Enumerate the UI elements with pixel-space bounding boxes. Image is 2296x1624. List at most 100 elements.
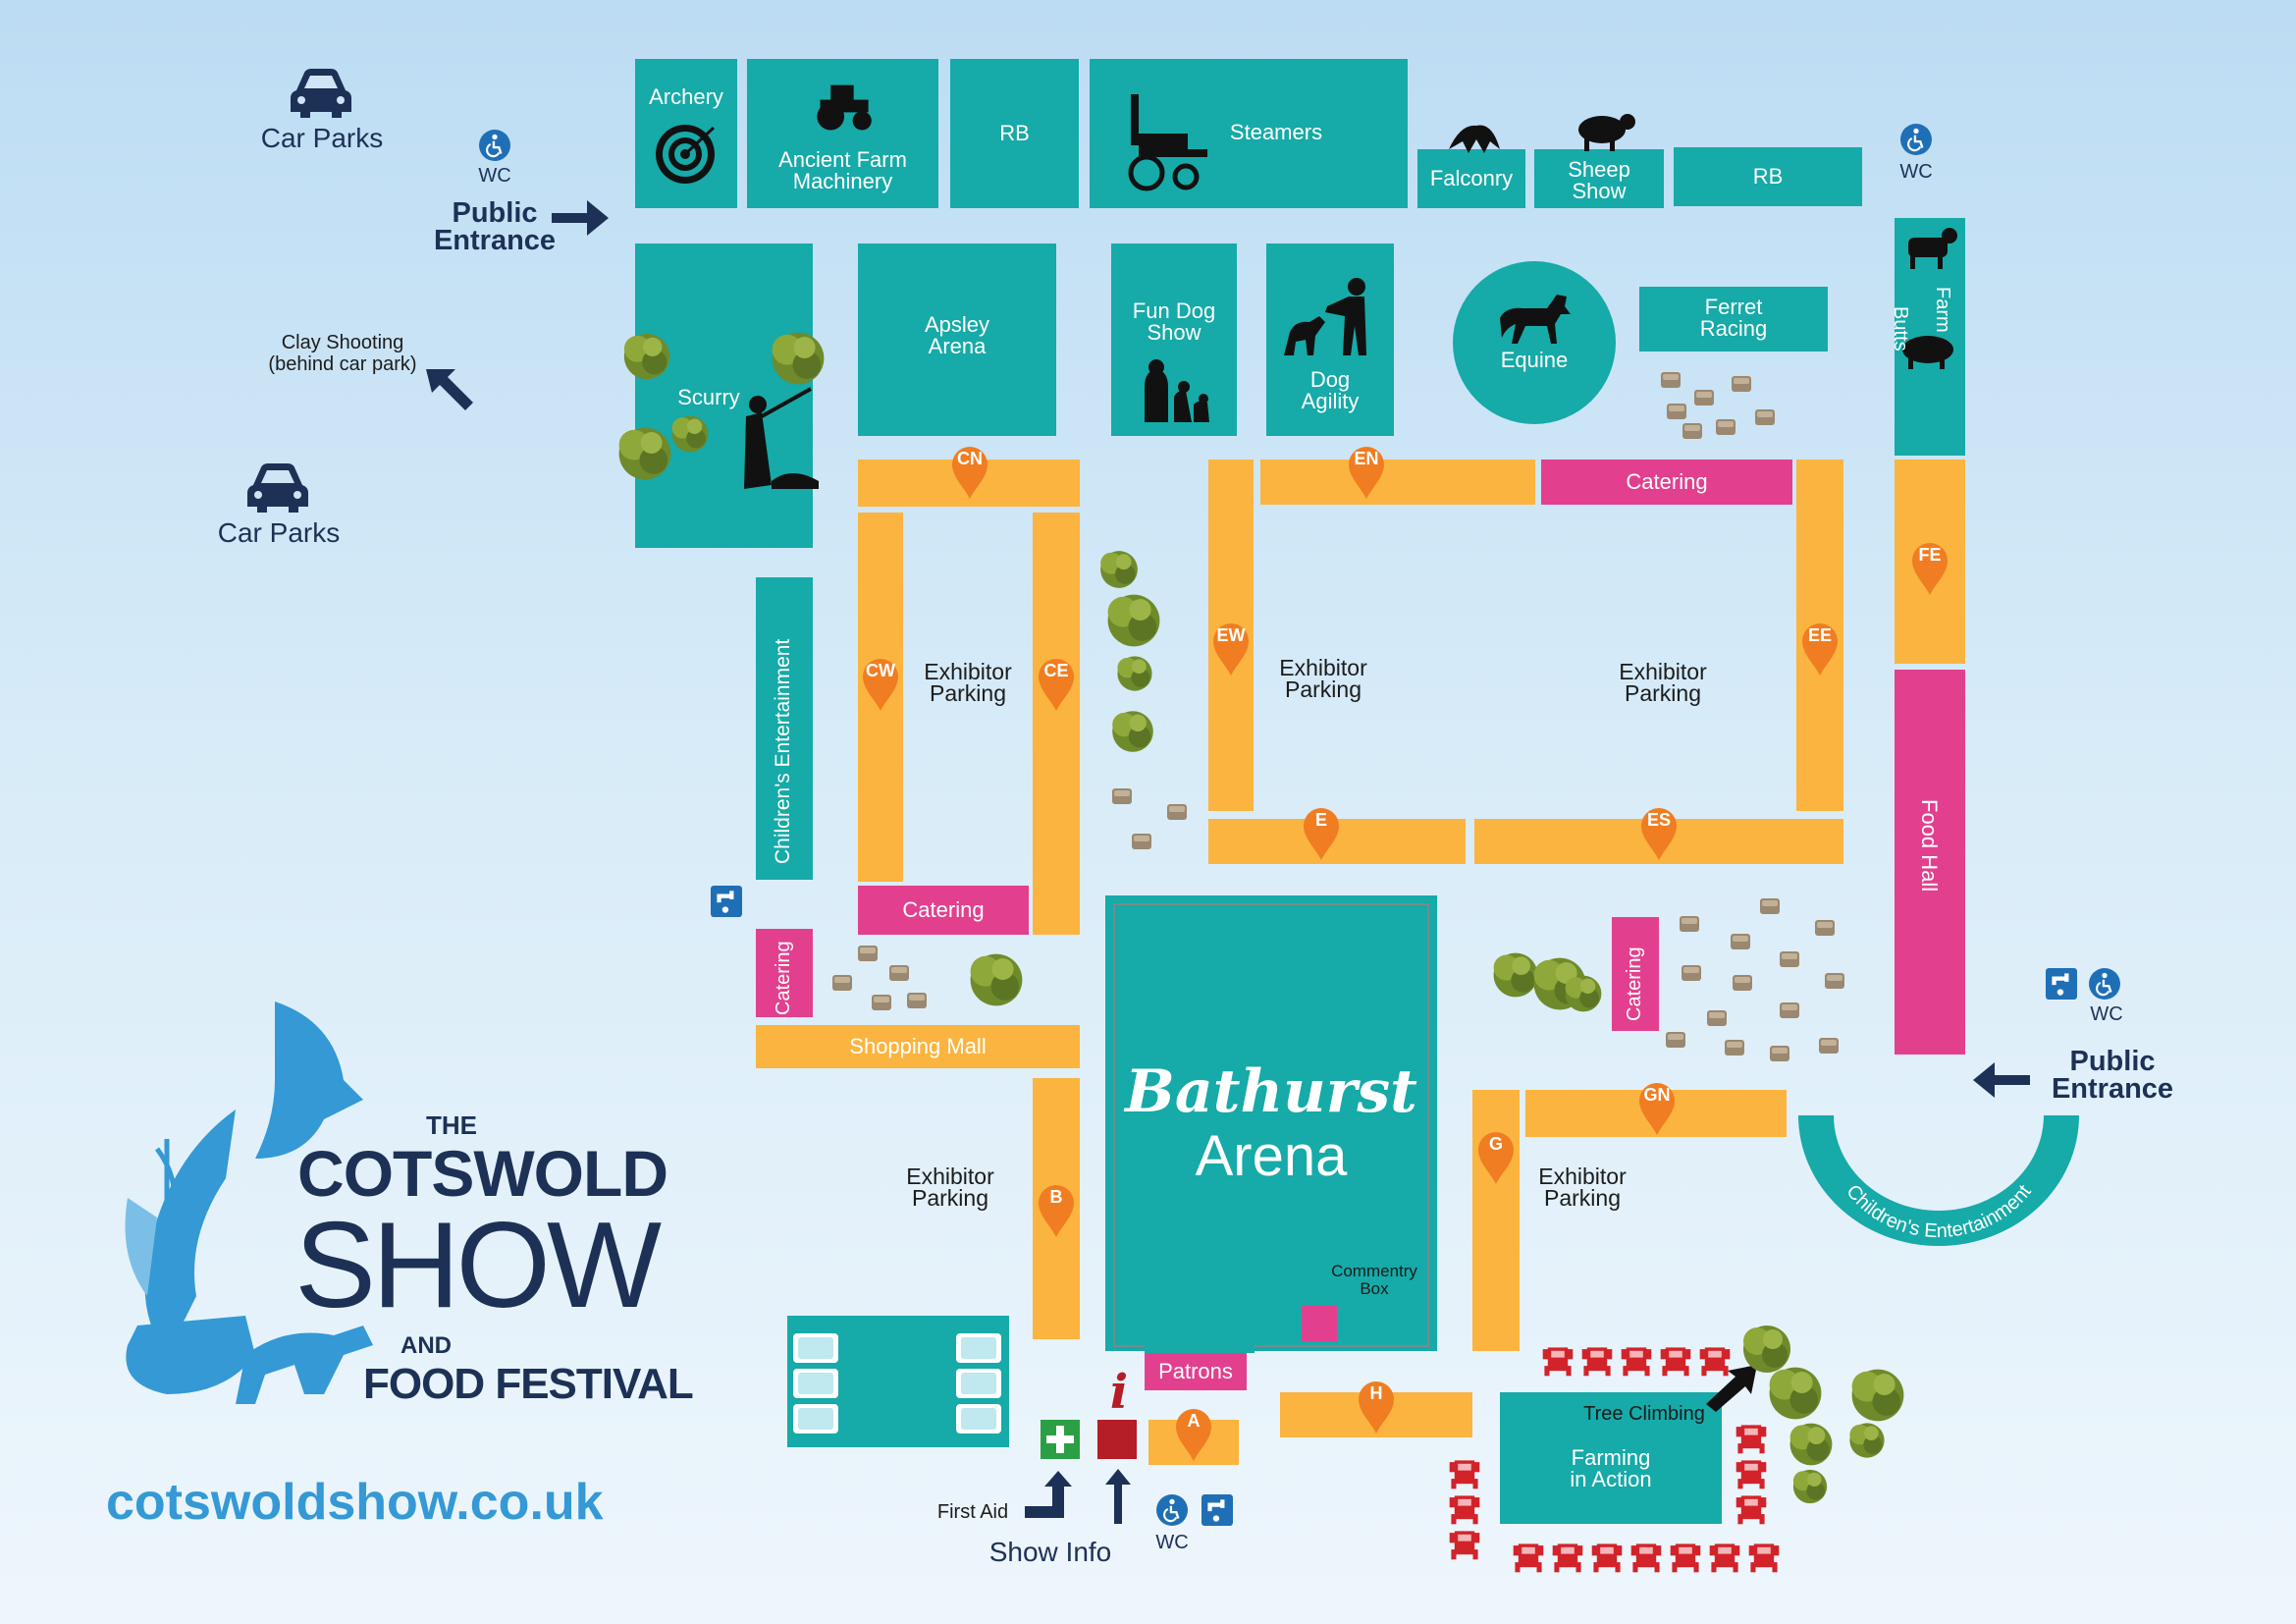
dogs-icon <box>1145 359 1209 422</box>
pin-en[interactable]: EN <box>1347 444 1386 501</box>
scurry-tree-icon <box>667 412 713 456</box>
childrens-entertainment-right-arc[interactable]: Children's Entertainment <box>1796 1115 2081 1249</box>
tree-icon <box>1845 1420 1889 1461</box>
rb-area-right[interactable]: RB <box>1674 147 1862 206</box>
tree-climbing-label: Tree Climbing <box>1583 1403 1705 1425</box>
ancient-farm-machinery-area[interactable]: Ancient Farm Machinery <box>747 59 938 208</box>
dog-agility-area[interactable]: Dog Agility <box>1266 244 1394 436</box>
hay-bale-icon <box>1129 831 1154 852</box>
pin-h[interactable]: H <box>1357 1379 1396 1435</box>
patrons-area[interactable]: Patrons <box>1145 1353 1247 1390</box>
equine-ring[interactable]: Equine <box>1453 261 1616 424</box>
steam-engine-icon <box>1128 94 1207 191</box>
tractor-red-icon <box>1629 1534 1663 1581</box>
bathurst-arena[interactable]: Bathurst Arena <box>1105 895 1437 1351</box>
childrens-entertainment-left[interactable] <box>756 577 813 880</box>
pin-fe[interactable]: FE <box>1910 540 1949 597</box>
food-hall[interactable] <box>1895 670 1965 1055</box>
tree-icon <box>1785 1420 1838 1469</box>
hay-bale-icon <box>1704 1007 1730 1029</box>
pin-cw[interactable]: CW <box>861 656 900 713</box>
first-aid-icon[interactable] <box>1041 1420 1080 1459</box>
public-entrance-right-label-1: Public <box>2069 1046 2156 1077</box>
first-aid-label: First Aid <box>936 1501 1009 1523</box>
commentary-box[interactable] <box>1302 1306 1337 1341</box>
pin-gn[interactable]: GN <box>1637 1080 1677 1137</box>
tractor-red-icon <box>1445 1528 1484 1561</box>
catering-top[interactable]: Catering <box>1541 460 1792 505</box>
wheelchair-icon <box>1156 1494 1188 1526</box>
farming-label-1: Farming <box>1571 1445 1651 1470</box>
dog-agility-label-1: Dog <box>1309 367 1351 392</box>
scurry-area[interactable]: Scurry <box>635 244 813 548</box>
water-tap-icon <box>711 886 742 917</box>
pin-a[interactable]: A <box>1174 1406 1213 1463</box>
pin-e[interactable]: E <box>1302 805 1341 862</box>
show-info-icon[interactable] <box>1097 1420 1137 1459</box>
car-parks-mid-label: Car Parks <box>217 517 341 548</box>
hay-bale-icon <box>1812 917 1838 939</box>
apsley-arena-area[interactable]: Apsley Arena <box>858 244 1056 436</box>
pin-b[interactable]: B <box>1037 1182 1076 1239</box>
tractor-red-icon <box>1541 1337 1575 1384</box>
catering-top-label: Catering <box>1626 469 1708 494</box>
hay-bale-icon <box>1730 373 1753 395</box>
pin-cn[interactable]: CN <box>950 444 989 501</box>
hay-bale-icon <box>870 992 893 1013</box>
tractor-red-icon <box>1708 1534 1741 1581</box>
tractor-red-icon <box>1445 1457 1484 1490</box>
arrow-up-left-icon <box>426 369 473 410</box>
sheep-show-area[interactable]: Sheep Show <box>1534 149 1664 208</box>
catering-left-label: Catering <box>773 941 794 1015</box>
archery-area[interactable]: Archery <box>635 59 737 208</box>
tree-icon <box>1845 1365 1910 1426</box>
hay-bale-icon <box>1677 913 1702 935</box>
butts-farm-area[interactable] <box>1895 218 1965 456</box>
rb-area-left[interactable]: RB <box>950 59 1079 208</box>
hay-bale-icon <box>1679 962 1704 984</box>
water-tap-icon <box>2046 968 2077 1000</box>
show-info-label: Show Info <box>988 1537 1112 1567</box>
dog-agility-icon <box>1284 278 1366 355</box>
catering-mid[interactable]: Catering <box>858 886 1029 935</box>
steamers-area[interactable]: Steamers <box>1090 59 1408 208</box>
hay-bale-icon <box>856 943 880 964</box>
shopping-mall-label: Shopping Mall <box>849 1034 987 1058</box>
hay-bale-icon <box>1777 948 1802 970</box>
fun-dog-show-label-2: Show <box>1147 320 1201 345</box>
farming-in-action-area[interactable]: Farming in Action <box>1500 1392 1722 1524</box>
ferret-racing-area[interactable]: Ferret Racing <box>1639 287 1828 352</box>
pin-g[interactable]: G <box>1476 1129 1516 1186</box>
pin-ew[interactable]: EW <box>1211 621 1251 677</box>
tractor-red-icon <box>1551 1534 1584 1581</box>
wc-bottom-label: WC <box>1155 1532 1189 1553</box>
tree-icon <box>1101 589 1166 652</box>
public-entrance-left-label-2: Entrance <box>433 225 557 256</box>
seat-icon <box>954 1402 1003 1435</box>
car-parks-top-label: Car Parks <box>260 123 384 153</box>
website-url[interactable]: cotswoldshow.co.uk <box>106 1474 604 1531</box>
ancient-farm-label-1: Ancient Farm <box>778 147 907 172</box>
hay-bale-icon <box>1663 1029 1688 1051</box>
sheep-show-label-1: Sheep <box>1568 157 1630 182</box>
falconry-area[interactable]: Falconry <box>1417 149 1525 208</box>
scurry-tree-icon <box>618 330 675 383</box>
exhibitor-parking-label: Parking <box>930 680 1006 706</box>
ferret-racing-label-2: Racing <box>1699 316 1768 341</box>
pin-ce[interactable]: CE <box>1037 656 1076 713</box>
tractor-red-icon <box>1620 1337 1653 1384</box>
logo-silhouette-icon <box>125 1001 373 1404</box>
exhibitor-parking-label: Parking <box>912 1185 988 1211</box>
hay-bale-icon <box>1757 895 1783 917</box>
car-icon <box>243 460 312 514</box>
shopping-mall-road[interactable]: Shopping Mall <box>756 1025 1080 1068</box>
pin-es[interactable]: ES <box>1639 805 1679 862</box>
fun-dog-show-area[interactable]: Fun Dog Show <box>1111 244 1237 436</box>
tractor-red-icon <box>1580 1337 1614 1384</box>
tree-icon <box>1789 1467 1832 1506</box>
pin-ee[interactable]: EE <box>1800 621 1840 677</box>
road-en <box>1260 460 1535 505</box>
hay-bale-icon <box>1692 387 1716 408</box>
catering-left[interactable] <box>756 929 813 1017</box>
catering-right[interactable] <box>1612 917 1659 1031</box>
